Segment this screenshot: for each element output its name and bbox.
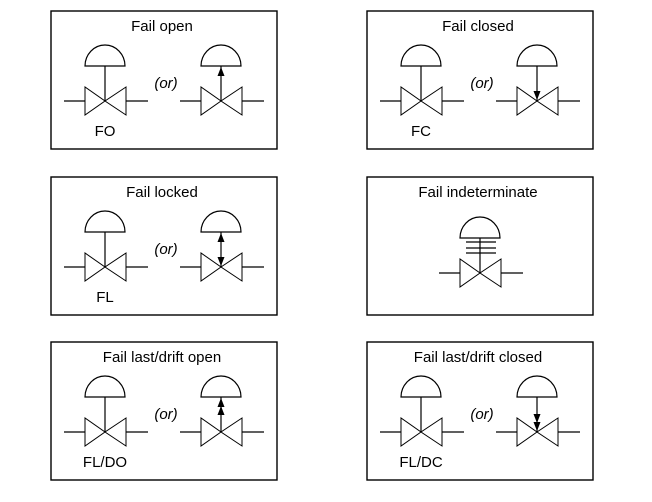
panel-title: Fail indeterminate [418,184,537,201]
diaphragm-actuator [516,375,558,398]
failure-code-label: FC [411,123,431,140]
panel-title: Fail last/drift closed [414,349,542,366]
failure-code-label: FL/DC [399,454,443,471]
control-valve-symbol [496,375,580,447]
valve-body-right [220,86,243,116]
control-valve-symbol [64,375,148,447]
valve-body-right [220,417,243,447]
diaphragm-actuator [459,216,501,239]
diaphragm-actuator [84,375,126,398]
diaphragm-actuator [84,44,126,67]
control-valve-symbol [496,44,580,116]
arrow-up-icon-second [217,406,225,415]
valve-body-right [104,417,127,447]
panel-title: Fail locked [126,184,198,201]
valve-body-left [200,86,222,116]
or-label: (or) [154,75,177,92]
failure-code-label: FL/DO [83,454,127,471]
panel-frame [50,176,278,316]
failure-code-label: FO [95,123,116,140]
valve-body-left [516,86,538,116]
diaphragm-actuator [200,44,242,67]
arrow-up-icon [217,398,225,407]
arrow-down-icon [533,422,541,431]
or-label: (or) [154,406,177,423]
control-valve-symbol [180,210,264,282]
panel-frame [50,341,278,481]
diaphragm-actuator [400,375,442,398]
panel-title: Fail open [131,18,193,35]
control-valve-symbol [64,44,148,116]
valve-body-left [516,417,538,447]
valve-body-right [479,258,502,288]
valve-body-left [400,417,422,447]
valve-body-left [84,252,106,282]
diaphragm-actuator [200,375,242,398]
valve-body-right [420,86,443,116]
control-valve-symbol [180,375,264,447]
valve-body-right [536,86,559,116]
control-valve-symbol [180,44,264,116]
valve-body-left [200,252,222,282]
panel-title: Fail closed [442,18,514,35]
panel-frame [366,341,594,481]
valve-body-left [84,86,106,116]
valve-body-left [84,417,106,447]
or-label: (or) [470,75,493,92]
control-valve-symbol [380,44,464,116]
arrow-down-icon-second [533,414,541,423]
valve-body-right [536,417,559,447]
valve-body-left [400,86,422,116]
arrow-up-icon [217,67,225,76]
or-label: (or) [154,241,177,258]
diaphragm-actuator [84,210,126,233]
panel-title: Fail last/drift open [103,349,221,366]
valve-body-left [459,258,481,288]
or-label: (or) [470,406,493,423]
diaphragm-actuator [200,210,242,233]
control-valve-symbol [380,375,464,447]
valve-body-right [104,86,127,116]
valve-body-right [220,252,243,282]
panel-frame [50,10,278,150]
control-valve-symbol [64,210,148,282]
diaphragm-actuator [516,44,558,67]
valve-body-left [200,417,222,447]
arrow-down-icon [217,257,225,266]
failure-code-label: FL [96,289,114,306]
diaphragm-actuator [400,44,442,67]
arrow-up-icon [217,233,225,242]
arrow-down-icon [533,91,541,100]
panel-frame [366,10,594,150]
panel-fail-indeterminate: Fail indeterminate [366,176,594,316]
control-valve-symbol [439,216,523,288]
valve-body-right [104,252,127,282]
valve-body-right [420,417,443,447]
